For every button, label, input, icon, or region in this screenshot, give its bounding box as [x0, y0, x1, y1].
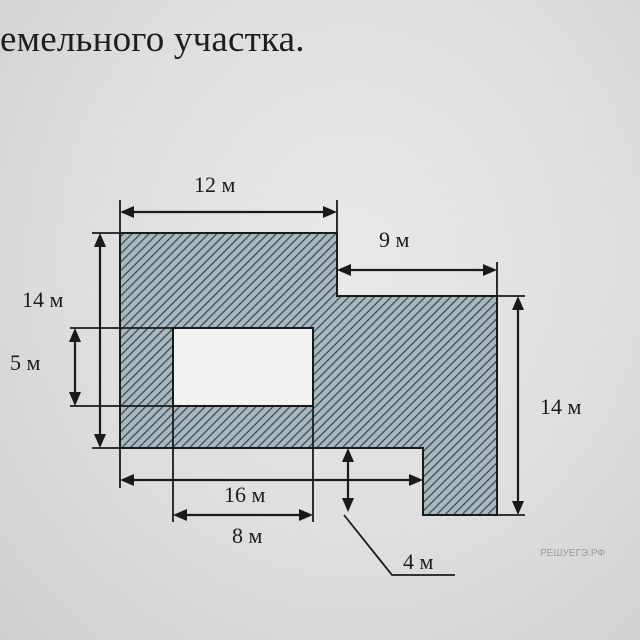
watermark: РЕШУЕГЭ.РФ	[540, 548, 605, 559]
dim-arrow-step-width	[337, 264, 497, 276]
dim-arrow-bottom-width	[120, 474, 423, 486]
label-hole-width: 8 м	[232, 523, 263, 548]
label-notch-depth: 4 м	[403, 549, 434, 574]
problem-text: емельного участка.	[0, 19, 305, 60]
inner-rectangle-hole	[172, 327, 314, 407]
dim-arrow-right-height	[512, 296, 524, 515]
label-left-height: 14 м	[22, 287, 64, 312]
dim-arrow-left-height	[94, 233, 106, 448]
label-top-width: 12 м	[194, 172, 236, 197]
label-step-width: 9 м	[379, 227, 410, 252]
dim-arrow-notch-depth	[342, 448, 455, 576]
label-bottom-width: 16 м	[224, 482, 266, 507]
dim-arrow-top-width	[120, 206, 337, 218]
dim-arrow-hole-height	[69, 328, 81, 406]
label-right-height: 14 м	[540, 394, 582, 419]
label-hole-height: 5 м	[10, 350, 41, 375]
dim-arrow-hole-width	[173, 509, 313, 521]
